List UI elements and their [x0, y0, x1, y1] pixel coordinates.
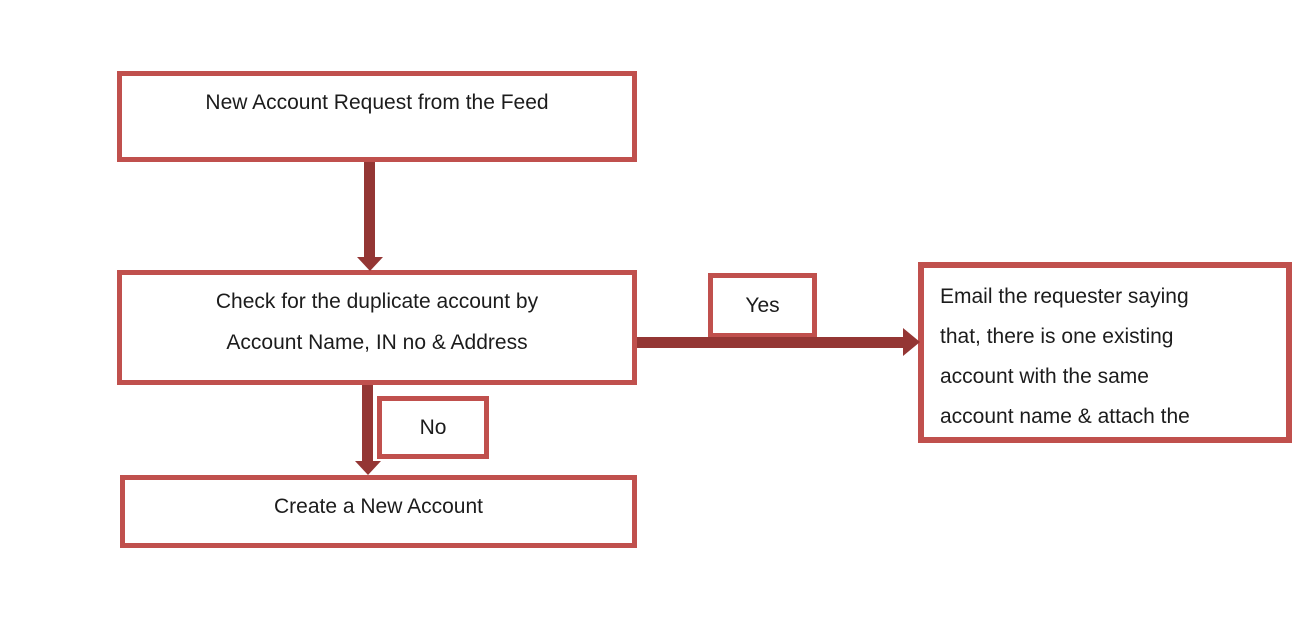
arrow-down-icon [357, 257, 383, 271]
node-new-account-request: New Account Request from the Feed [117, 71, 637, 162]
arrow-check-to-email-shaft [637, 337, 905, 348]
arrow-down-icon [355, 461, 381, 475]
node-label-line: Account Name, IN no & Address [226, 331, 528, 354]
edge-label-text: No [419, 415, 447, 439]
arrow-check-to-create-shaft [362, 385, 373, 462]
edge-label-text: Yes [745, 293, 780, 317]
node-create-new-account: Create a New Account [120, 475, 637, 548]
node-label: Create a New Account [274, 495, 483, 518]
node-label-line: that, there is one existing [940, 325, 1174, 348]
edge-label-no: No [377, 396, 489, 459]
node-label-line: Check for the duplicate account by [215, 290, 539, 313]
node-label: New Account Request from the Feed [205, 91, 549, 114]
node-label-line: Email the requester saying [940, 285, 1189, 308]
node-check-duplicate-account: Check for the duplicate account by Accou… [117, 270, 637, 385]
arrow-start-to-check-shaft [364, 162, 375, 258]
edge-label-yes: Yes [708, 273, 817, 338]
arrow-right-icon [903, 328, 920, 356]
node-label-line: account name & attach the [940, 405, 1190, 428]
node-email-requester: Email the requester saying that, there i… [918, 262, 1292, 443]
node-label-line: account with the same [940, 365, 1149, 388]
